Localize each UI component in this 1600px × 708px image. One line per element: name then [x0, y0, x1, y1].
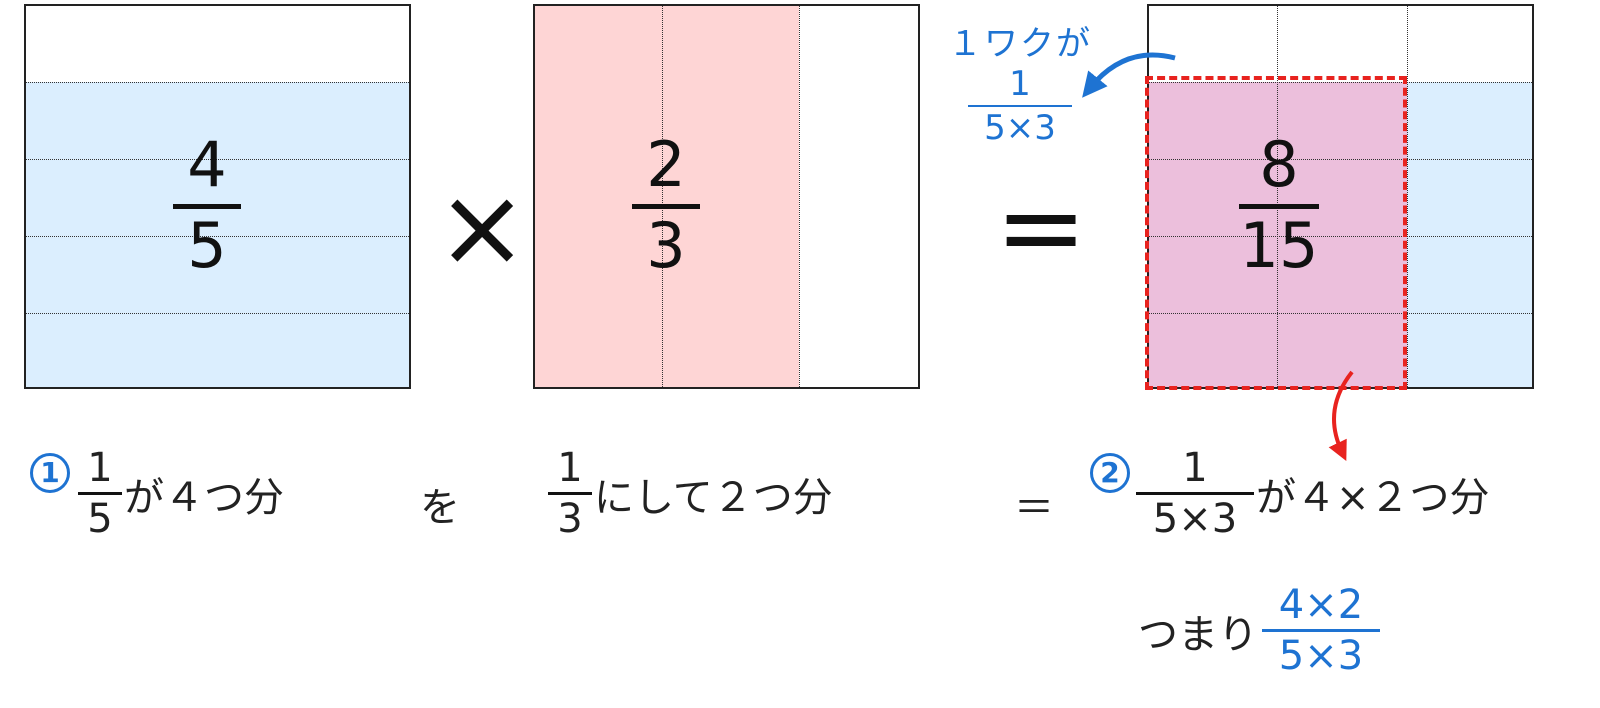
row1-equals: ＝ — [1014, 485, 1054, 531]
fraction-bar — [548, 492, 592, 495]
denominator: 5 — [87, 496, 113, 542]
denominator: 3 — [646, 209, 686, 282]
box-eight-fifteenths — [1147, 4, 1534, 389]
fraction-bar — [1262, 629, 1380, 632]
conclusion-fraction: 4×2 5×3 — [1262, 585, 1380, 676]
numerator: 1 — [1182, 445, 1208, 491]
fraction-four-fifths: 4 5 — [173, 134, 241, 277]
step-mid-label: 1 3 にして２つ分 — [548, 448, 833, 539]
box2-shaded-area — [535, 6, 799, 387]
step-mid-text: にして２つ分 — [594, 474, 833, 521]
gridline — [662, 6, 663, 387]
denominator: 5 — [187, 209, 227, 282]
gridline — [1149, 159, 1532, 160]
gridline — [1149, 82, 1532, 83]
fraction-bar — [78, 492, 122, 495]
step1-label: 1 1 5 が４つ分 — [30, 448, 284, 539]
numerator: 4 — [187, 128, 227, 201]
numerator: 2 — [646, 128, 686, 201]
fraction-bar — [968, 105, 1072, 107]
fraction-eight-fifteenths: 8 15 — [1239, 134, 1319, 277]
box1-shaded-area — [26, 82, 409, 387]
gridline — [26, 159, 409, 160]
step1-text: が４つ分 — [124, 474, 284, 521]
fraction-bar — [173, 204, 241, 209]
step1-fraction: 1 5 — [78, 448, 122, 539]
box-two-thirds — [533, 4, 920, 389]
step2-label: 2 1 5×3 が４×２つ分 — [1090, 448, 1490, 539]
fraction-bar — [1136, 492, 1254, 495]
conclusion-prefix: つまり — [1138, 611, 1258, 658]
box3-overlap-area — [1149, 82, 1407, 387]
gridline — [1149, 313, 1532, 314]
equals-sign: = — [995, 163, 1088, 291]
times-sign: × — [436, 163, 529, 291]
denominator: 15 — [1239, 209, 1319, 282]
conclusion-label: つまり 4×2 5×3 — [1138, 585, 1380, 676]
unit-note-fraction: 1 5×3 — [968, 67, 1072, 145]
connector-text: を — [420, 485, 460, 531]
numerator: 8 — [1259, 128, 1299, 201]
step2-fraction: 1 5×3 — [1136, 448, 1254, 539]
step-mid-fraction: 1 3 — [548, 448, 592, 539]
numerator: 4×2 — [1278, 582, 1364, 628]
gridline — [26, 236, 409, 237]
numerator: 1 — [87, 445, 113, 491]
step2-text: が４×２つ分 — [1256, 474, 1490, 521]
numerator: 1 — [557, 445, 583, 491]
gridline — [26, 82, 409, 83]
gridline — [799, 6, 800, 387]
unit-note: １ワクが 1 5×3 — [945, 16, 1095, 145]
denominator: 3 — [557, 496, 583, 542]
fraction-bar — [632, 204, 700, 209]
denominator: 5×3 — [1152, 496, 1238, 542]
gridline — [1277, 6, 1278, 387]
unit-note-text: １ワクが — [948, 24, 1092, 64]
fraction-bar — [1239, 204, 1319, 209]
step1-marker: 1 — [30, 452, 70, 493]
denominator: 5×3 — [984, 108, 1056, 148]
denominator: 5×3 — [1278, 633, 1364, 679]
box3-side-area — [1407, 82, 1532, 387]
fraction-two-thirds: 2 3 — [632, 134, 700, 277]
gridline — [1149, 236, 1532, 237]
gridline — [26, 313, 409, 314]
overlap-dashed-outline — [1145, 76, 1407, 390]
numerator: 1 — [1009, 64, 1031, 104]
box-four-fifths — [24, 4, 411, 389]
step2-marker: 2 — [1090, 452, 1130, 493]
gridline — [1407, 6, 1408, 387]
